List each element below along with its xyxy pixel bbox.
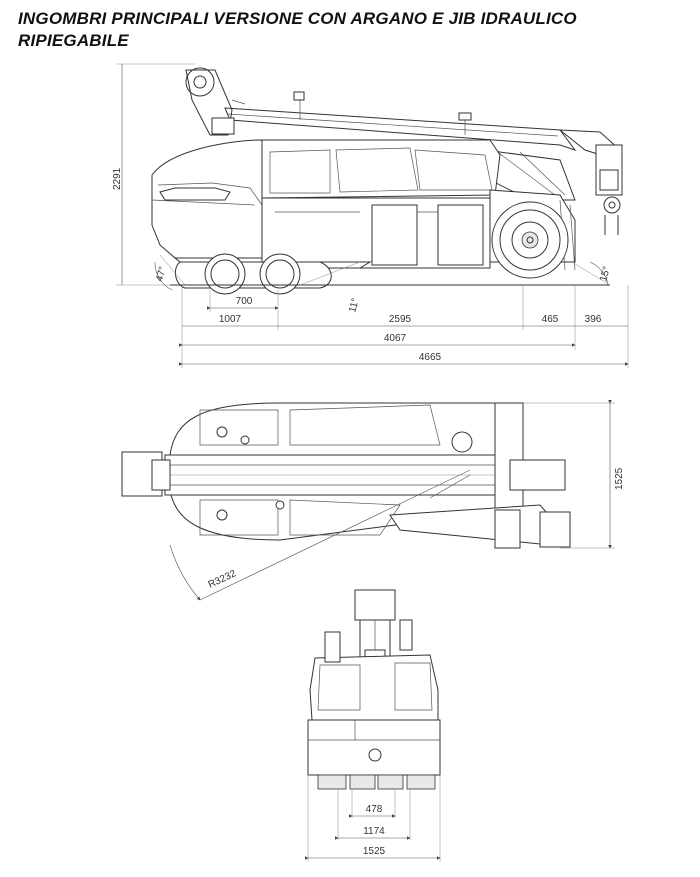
winch bbox=[185, 67, 246, 136]
dim-396-label: 396 bbox=[585, 314, 602, 325]
rear-wheel bbox=[491, 201, 569, 279]
front-wheel-left bbox=[317, 774, 347, 790]
top-view: R3232 1525 bbox=[121, 400, 625, 601]
dim-4067-label: 4067 bbox=[384, 333, 407, 344]
track-length-label: 700 bbox=[236, 296, 253, 307]
front-wheel-right bbox=[406, 774, 436, 790]
side-view: 2291 bbox=[112, 63, 629, 368]
dim-2595-label: 2595 bbox=[389, 314, 412, 325]
angle-front-label: 47° bbox=[154, 265, 169, 282]
title-line-1: INGOMBRI PRINCIPALI VERSIONE CON ARGANO … bbox=[18, 9, 577, 28]
title-line-2: RIPIEGABILE bbox=[18, 31, 129, 50]
dim-4665-label: 4665 bbox=[419, 352, 442, 363]
front-lower-body bbox=[307, 719, 441, 776]
top-rear-frame bbox=[494, 402, 524, 514]
top-rotation-head bbox=[509, 459, 566, 491]
dim-465-label: 465 bbox=[542, 314, 559, 325]
radius-label: R3232 bbox=[207, 568, 239, 591]
height-dim-label: 2291 bbox=[112, 167, 123, 190]
upper-cabin bbox=[261, 139, 501, 199]
side-panel-1 bbox=[371, 204, 418, 266]
front-view: 478 1174 1525 bbox=[305, 589, 441, 862]
side-panel-2 bbox=[437, 204, 484, 266]
radius-line bbox=[199, 469, 471, 601]
tracks bbox=[174, 253, 332, 295]
front-dim-1525-label: 1525 bbox=[363, 846, 386, 857]
jib-hook bbox=[603, 196, 621, 214]
front-dim-478-label: 478 bbox=[366, 804, 383, 815]
angle-bottom-label: 11° bbox=[347, 297, 361, 314]
angle-rear-label: 15° bbox=[598, 265, 613, 282]
page-title: INGOMBRI PRINCIPALI VERSIONE CON ARGANO … bbox=[18, 8, 688, 52]
top-width-label: 1525 bbox=[614, 467, 625, 490]
dim-1007-label: 1007 bbox=[219, 314, 242, 325]
front-dim-1174-label: 1174 bbox=[363, 826, 385, 837]
front-mast-top bbox=[354, 589, 396, 621]
